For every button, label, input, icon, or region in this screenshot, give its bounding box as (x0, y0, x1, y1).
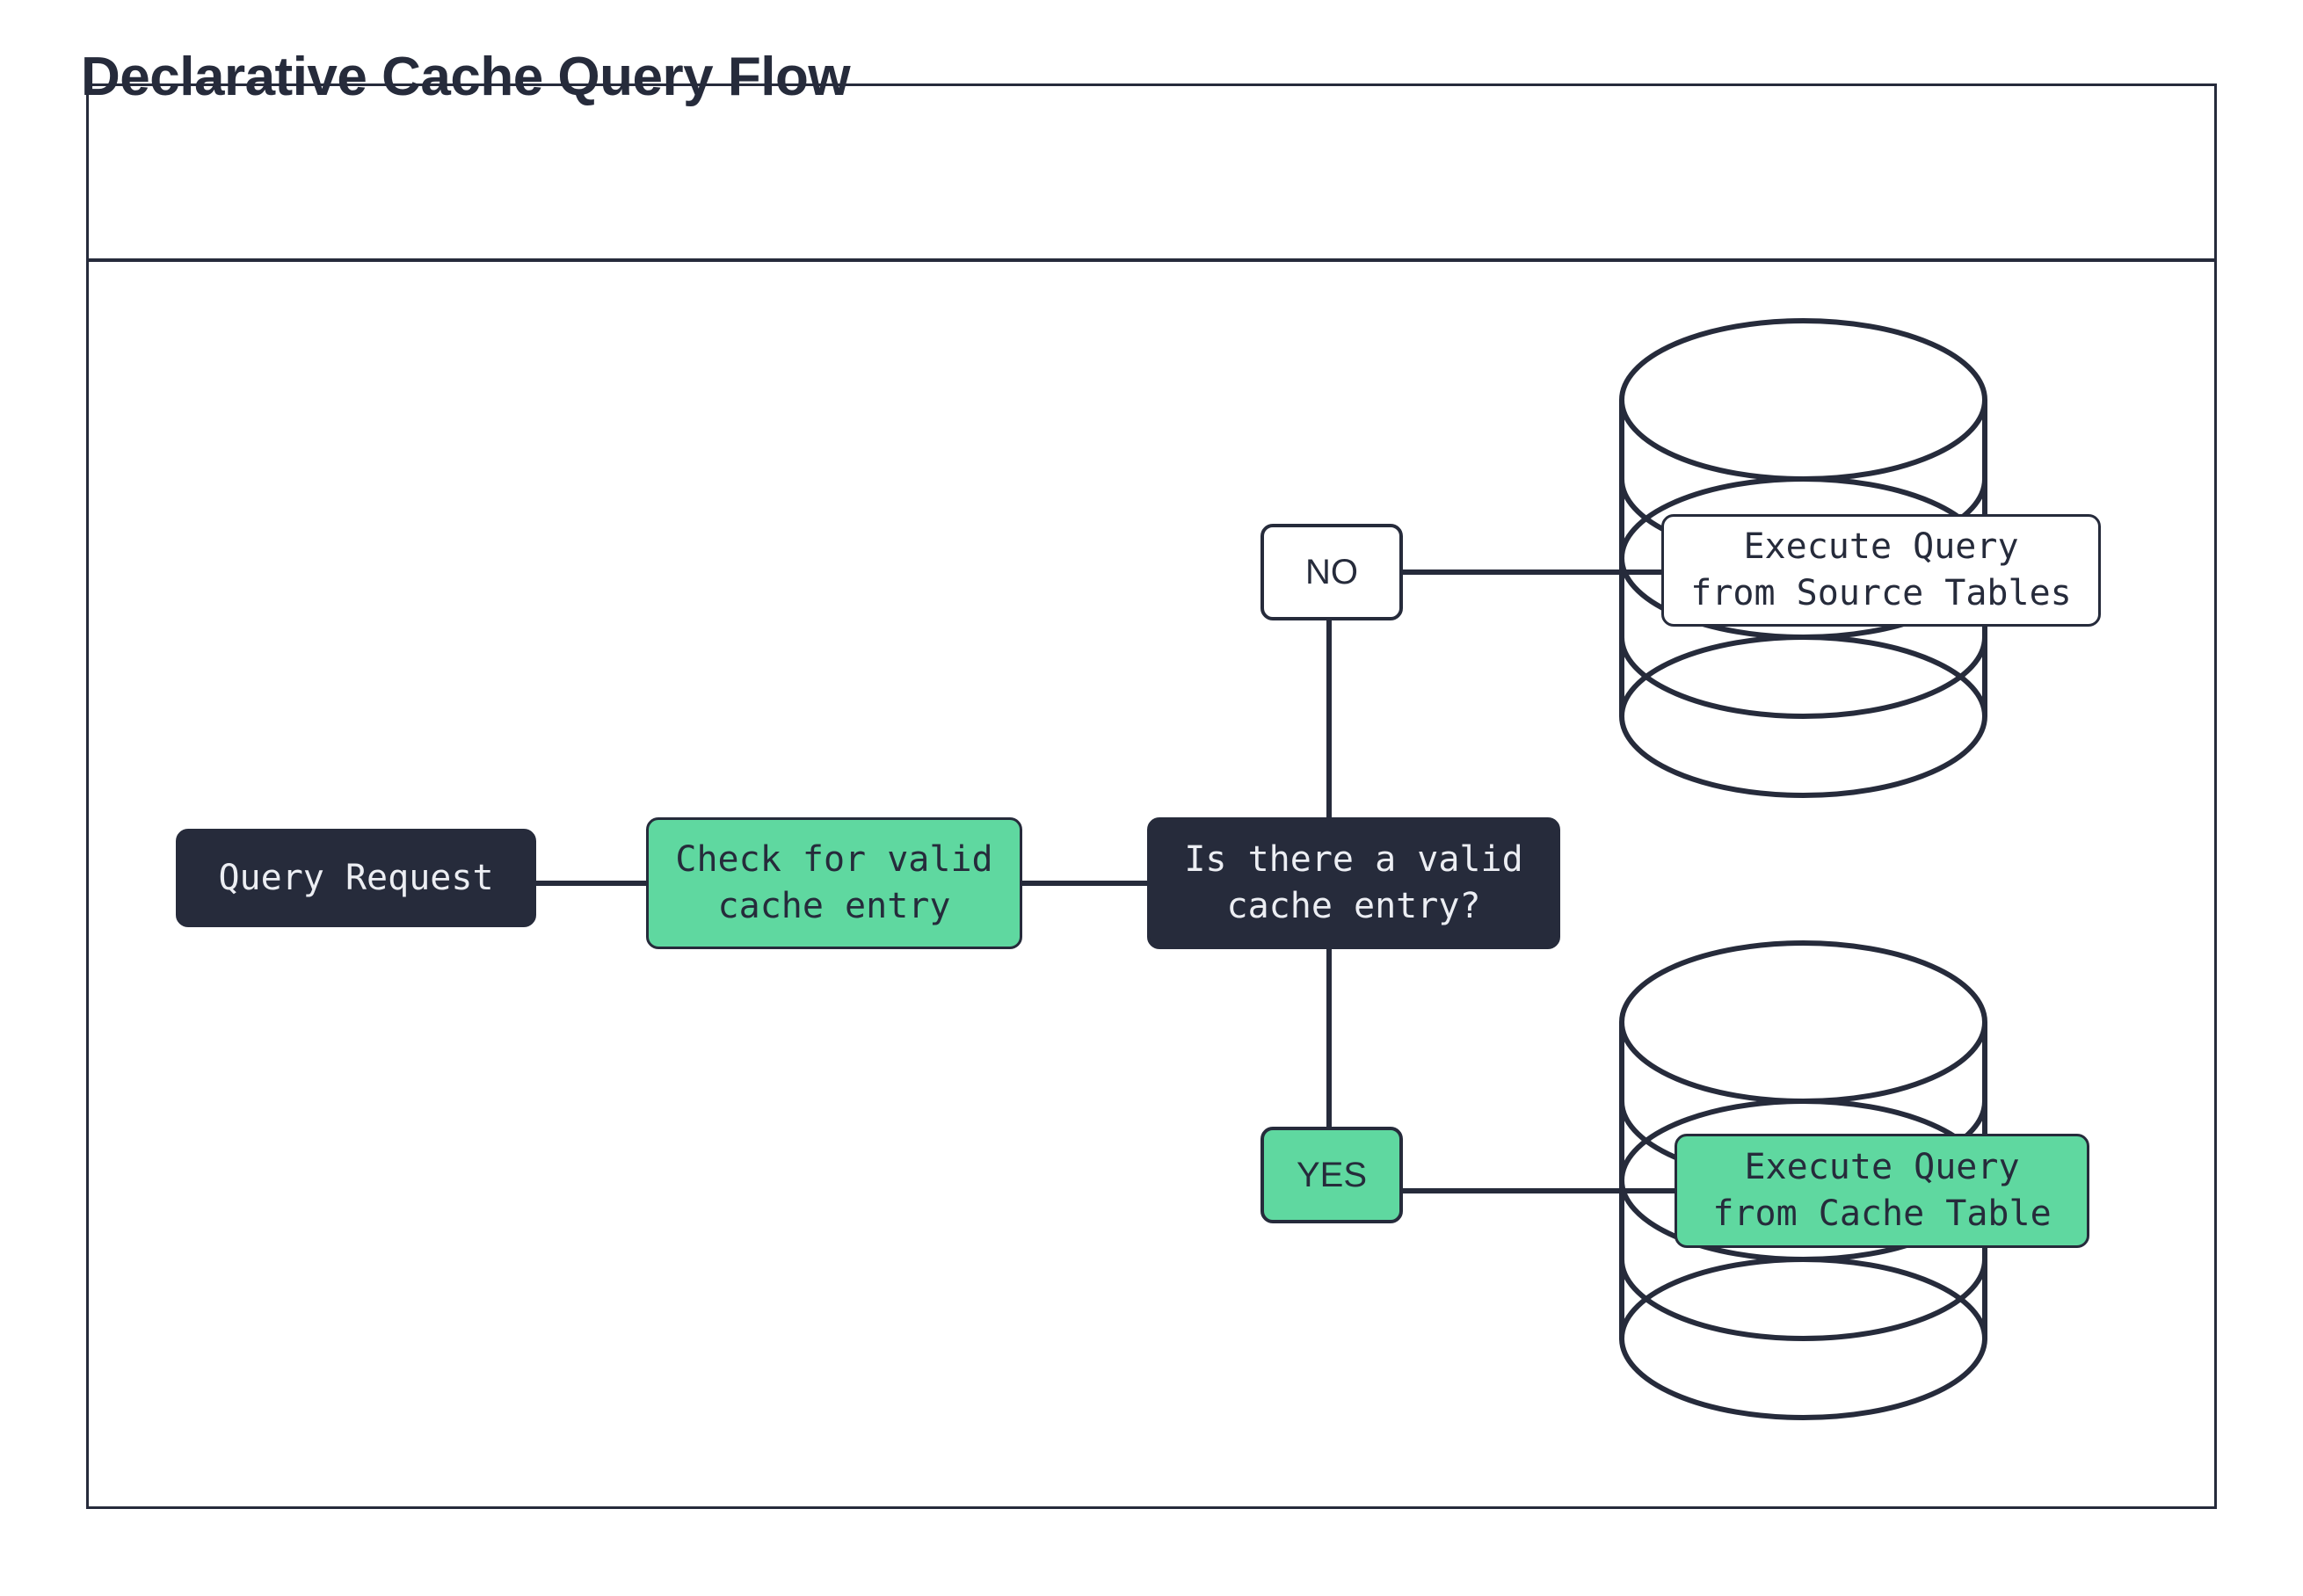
node-check-for-valid-cache-entry[interactable]: Check for valid cache entry (646, 817, 1022, 949)
title-bar (89, 86, 2214, 262)
node-execute-query-from-source-tables[interactable]: Execute Query from Source Tables (1661, 514, 2101, 627)
node-execute-query-from-cache-table[interactable]: Execute Query from Cache Table (1675, 1134, 2089, 1248)
page-title: Declarative Cache Query Flow (81, 47, 851, 107)
node-query-request[interactable]: Query Request (176, 829, 536, 927)
branch-label-no[interactable]: NO (1260, 524, 1403, 620)
branch-label-yes[interactable]: YES (1260, 1127, 1403, 1223)
diagram-frame (86, 83, 2217, 1509)
node-decision-valid-cache-entry[interactable]: Is there a valid cache entry? (1147, 817, 1560, 949)
